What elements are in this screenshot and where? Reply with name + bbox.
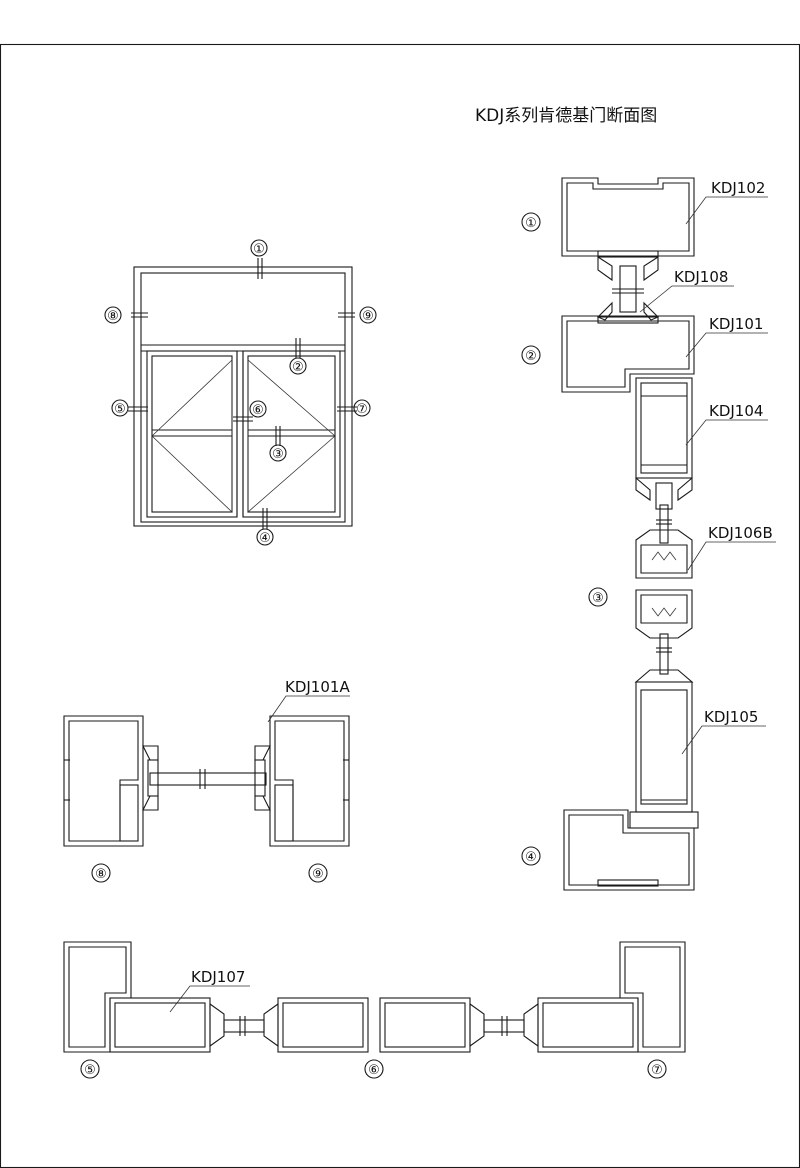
callout-4-text: ④: [259, 531, 271, 546]
label-kdj101a-text: KDJ101A: [285, 678, 350, 696]
callout-5-bottom-text: ⑤: [84, 1063, 96, 1078]
callout-4-bottom: ④: [256, 528, 274, 546]
callout-9-bottom-text: ⑨: [312, 867, 324, 882]
callout-8-left: ⑧: [104, 306, 122, 324]
profile-kdj106b-upper: [635, 529, 693, 579]
callout-3-midrail: ③: [269, 444, 287, 462]
connector-106b-105: [656, 633, 672, 675]
callout-9-right: ⑨: [359, 306, 377, 324]
callout-6-center: ⑥: [249, 400, 267, 418]
callout-2-text: ②: [292, 360, 304, 375]
label-kdj107-text: KDJ107: [191, 968, 245, 986]
profile-kdj106b-lower: [635, 589, 693, 639]
callout-2-right-text: ②: [525, 349, 537, 364]
callout-3-right-text: ③: [592, 591, 604, 606]
label-kdj105-text: KDJ105: [704, 708, 758, 726]
callout-5-left: ⑤: [111, 399, 129, 417]
label-kdj102-text: KDJ102: [711, 179, 765, 197]
profile-kdj102: [561, 177, 695, 258]
callout-5-text: ⑤: [114, 402, 126, 417]
label-kdj104-text: KDJ104: [709, 402, 763, 420]
callout-9-text: ⑨: [362, 309, 374, 324]
callout-8-text: ⑧: [107, 309, 119, 324]
label-kdj107: KDJ107: [169, 968, 250, 1013]
callout-1-right: ①: [521, 212, 541, 232]
callout-7-bottom: ⑦: [647, 1059, 667, 1079]
callout-2-right: ②: [521, 345, 541, 365]
label-kdj108-text: KDJ108: [674, 268, 728, 286]
drawing-title: KDJ系列肯德基门断面图: [475, 106, 657, 126]
callout-8-bottom-text: ⑧: [95, 867, 107, 882]
callout-9-bottom: ⑨: [308, 863, 328, 883]
label-kdj101: KDJ101: [685, 315, 768, 358]
label-kdj108: KDJ108: [639, 268, 734, 313]
profile-bottom-frame: [563, 809, 695, 891]
profile-kdj104: [635, 377, 693, 510]
callout-3-text: ③: [272, 447, 284, 462]
callout-6-bottom: ⑥: [364, 1059, 384, 1079]
callout-6-bottom-text: ⑥: [368, 1063, 380, 1078]
callout-1-top: ①: [250, 239, 268, 257]
section-8-9: [63, 715, 350, 847]
label-kdj102: KDJ102: [685, 179, 768, 225]
callout-4-right: ④: [521, 846, 541, 866]
label-kdj104: KDJ104: [685, 402, 768, 446]
label-kdj101a: KDJ101A: [267, 678, 350, 723]
callout-8-bottom: ⑧: [91, 863, 111, 883]
callout-7-text: ⑦: [356, 402, 368, 417]
callout-6-text: ⑥: [252, 403, 264, 418]
callout-3-right: ③: [588, 587, 608, 607]
callout-5-bottom: ⑤: [80, 1059, 100, 1079]
profile-kdj101: [561, 315, 695, 393]
label-kdj101-text: KDJ101: [709, 315, 763, 333]
callout-7-right: ⑦: [353, 399, 371, 417]
door-elevation: [128, 258, 357, 529]
label-kdj106b: KDJ106B: [687, 524, 776, 571]
connector-104-106b: [656, 504, 672, 544]
callout-1-right-text: ①: [525, 216, 537, 231]
callout-7-bottom-text: ⑦: [651, 1063, 663, 1078]
label-kdj106b-text: KDJ106B: [708, 524, 773, 542]
callout-2-transom: ②: [289, 357, 307, 375]
profile-kdj105: [629, 669, 699, 829]
callout-4-right-text: ④: [525, 850, 537, 865]
profile-kdj108: [597, 255, 659, 324]
label-kdj105: KDJ105: [681, 708, 766, 755]
section-5-6-7: [63, 941, 686, 1053]
callout-1-text: ①: [253, 242, 265, 257]
